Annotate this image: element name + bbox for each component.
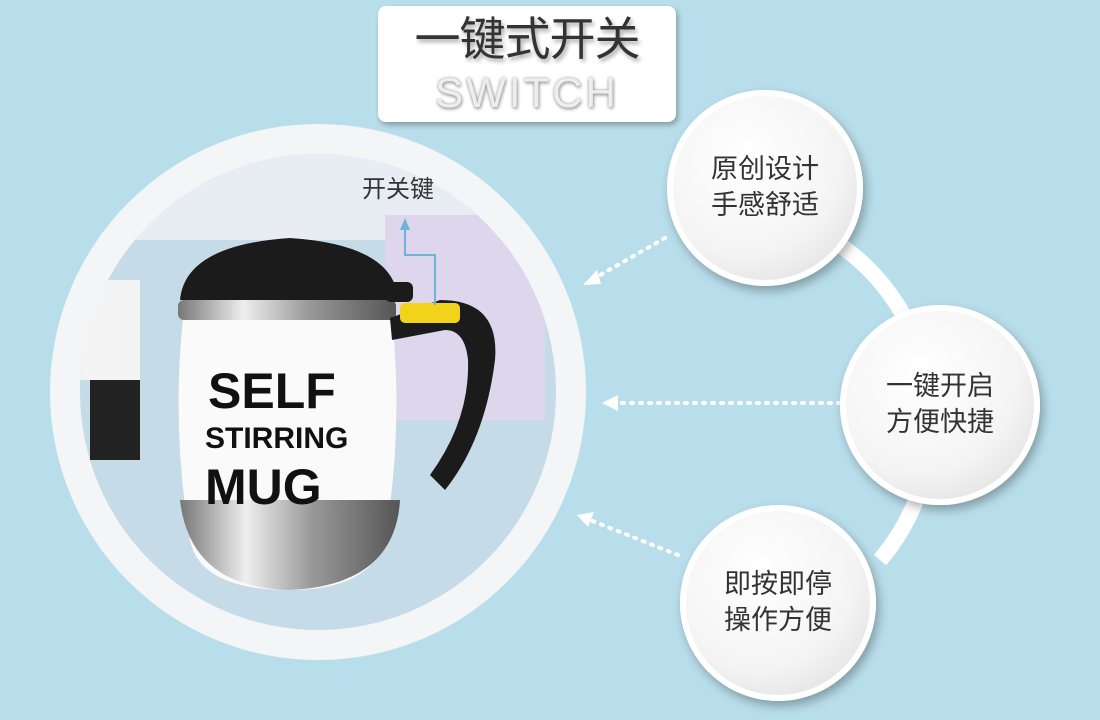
callout-arrow-icon: [400, 218, 410, 230]
arrowhead-icons: [577, 270, 618, 527]
title-box: 一键式开关 SWITCH: [378, 6, 676, 122]
switch-callout-label: 开关键: [362, 175, 434, 203]
feature-line: 原创设计: [711, 154, 819, 185]
title-subtitle: SWITCH: [435, 69, 619, 116]
switch-button: [400, 303, 460, 323]
dotted-arrows: [588, 236, 842, 557]
feature-circle-onekey: 一键开启方便快捷: [840, 305, 1040, 505]
feature-line: 操作方便: [724, 605, 832, 636]
feature-line: 方便快捷: [886, 407, 994, 438]
mug-text-stirring: STIRRING: [205, 422, 349, 455]
mug-text-mug: MUG: [205, 459, 322, 515]
callout-line: [404, 228, 436, 305]
feature-line: 一键开启: [886, 371, 994, 402]
feature-circle-stop: 即按即停操作方便: [680, 505, 876, 701]
title-main: 一键式开关: [414, 12, 641, 66]
feature-circle-design: 原创设计手感舒适: [667, 90, 863, 286]
mug-text-self: SELF: [208, 363, 336, 419]
feature-line: 手感舒适: [711, 190, 819, 221]
feature-line: 即按即停: [724, 569, 832, 600]
